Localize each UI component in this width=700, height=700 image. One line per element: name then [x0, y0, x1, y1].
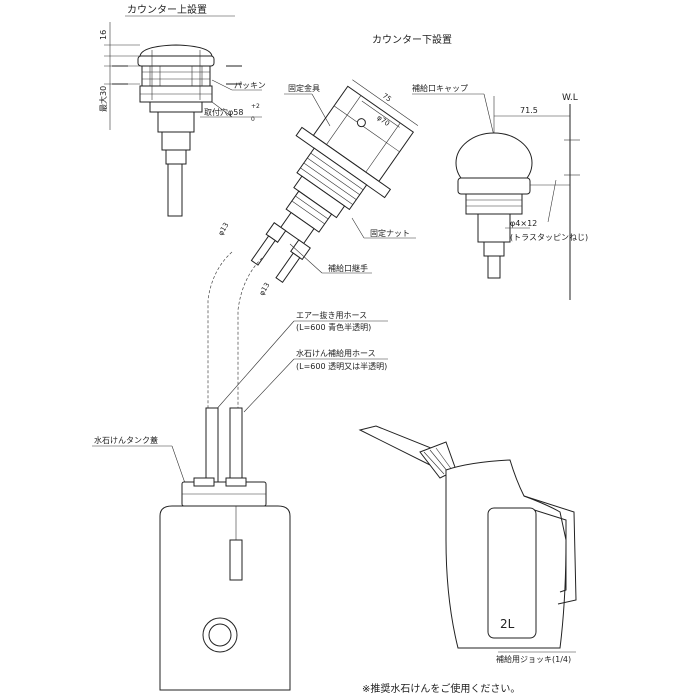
counter-top-assembly: カウンター上設置 16 最大30: [98, 3, 266, 217]
mount-hole-tol2: 0: [251, 116, 255, 123]
refill-jug: 2L 補給用ジョッキ(1/4): [358, 425, 577, 664]
counter-top-cap: [139, 44, 213, 57]
air-hose-path: [207, 251, 233, 410]
supply-cap-label: 補給口キャップ: [412, 83, 468, 93]
fixing-nut-label: 固定ナット: [370, 228, 410, 238]
hose-labels: エアー抜き用ホース (L=600 青色半透明) 水石けん補給用ホース (L=60…: [213, 310, 388, 413]
fixing-bracket-label: 固定金具: [288, 83, 320, 93]
wl-label: W.L: [562, 93, 578, 103]
dim-71-5: 71.5: [520, 106, 538, 115]
screw-spec: φ4×12: [510, 219, 537, 228]
dim-75: 75: [381, 92, 393, 104]
dim-13-upper: φ13: [217, 221, 231, 237]
dim-13-lower: φ13: [258, 281, 272, 297]
soap-hose-label: 水石けん補給用ホース: [296, 348, 376, 358]
mount-hole-tol: +2: [251, 103, 260, 110]
screw-note: (トラスタッピンねじ): [510, 233, 588, 242]
mount-hole-label: 取付穴φ58: [204, 107, 243, 117]
counter-bottom-title: カウンター下設置: [372, 33, 452, 46]
soap-hose-path: [237, 257, 263, 410]
supply-cap-detail: 補給口キャップ 71.5 W.L φ4×12 (トラスタッピンねじ): [412, 83, 588, 300]
footnote: ※推奨水石けんをご使用ください。: [362, 682, 520, 695]
dim-max30: 最大30: [98, 86, 108, 112]
soap-hose-spec: (L=600 透明又は半透明): [296, 361, 387, 371]
dim-16: 16: [99, 30, 108, 40]
jug-label: 補給用ジョッキ(1/4): [496, 654, 571, 664]
packing-label: パッキン: [234, 81, 266, 90]
tank-lid-label: 水石けんタンク蓋: [94, 435, 158, 445]
air-hose-spec: (L=600 青色半透明): [296, 322, 371, 332]
counter-top-title: カウンター上設置: [127, 3, 207, 16]
air-hose-label: エアー抜き用ホース: [296, 310, 367, 320]
jug-volume: 2L: [500, 617, 515, 631]
counter-bottom-assembly: カウンター下設置 75: [207, 33, 452, 410]
tank-body: [159, 505, 291, 691]
supply-fitting-label: 補給口継手: [328, 263, 368, 273]
soap-tank: 水石けんタンク蓋: [92, 407, 291, 691]
